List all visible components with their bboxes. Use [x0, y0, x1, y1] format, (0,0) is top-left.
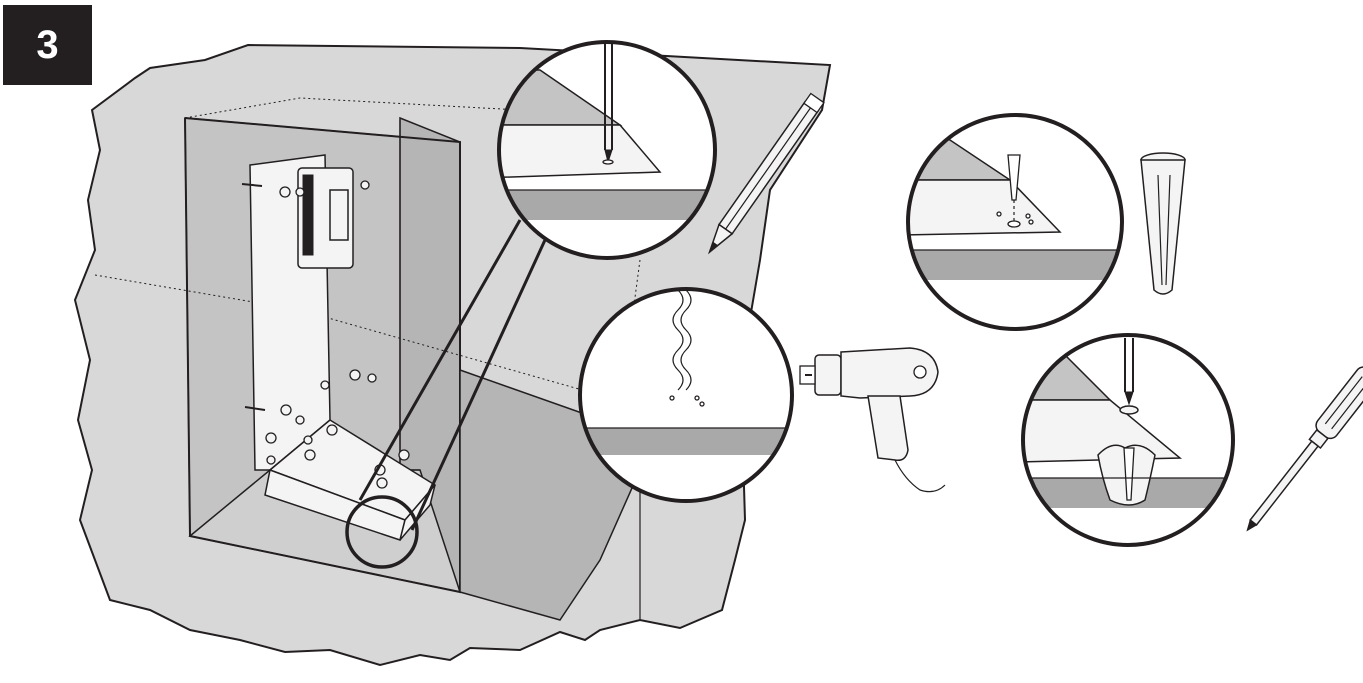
step-number-badge: 3	[3, 5, 92, 85]
step-number: 3	[36, 23, 59, 67]
wall-anchor-icon	[1140, 152, 1186, 295]
pencil-icon	[707, 92, 825, 255]
detail-drill-hole	[578, 287, 794, 503]
hidden-edge-top	[184, 97, 661, 166]
detail-insert-anchor	[906, 113, 1124, 331]
callout-leader	[410, 239, 547, 531]
hidden-edge-middle	[94, 274, 601, 396]
drill-icon	[799, 347, 946, 493]
callout-leader	[358, 219, 522, 501]
screwdriver-icon	[1246, 366, 1363, 532]
detail-drive-screw	[1021, 333, 1235, 547]
detail-callout-ring	[345, 495, 419, 569]
